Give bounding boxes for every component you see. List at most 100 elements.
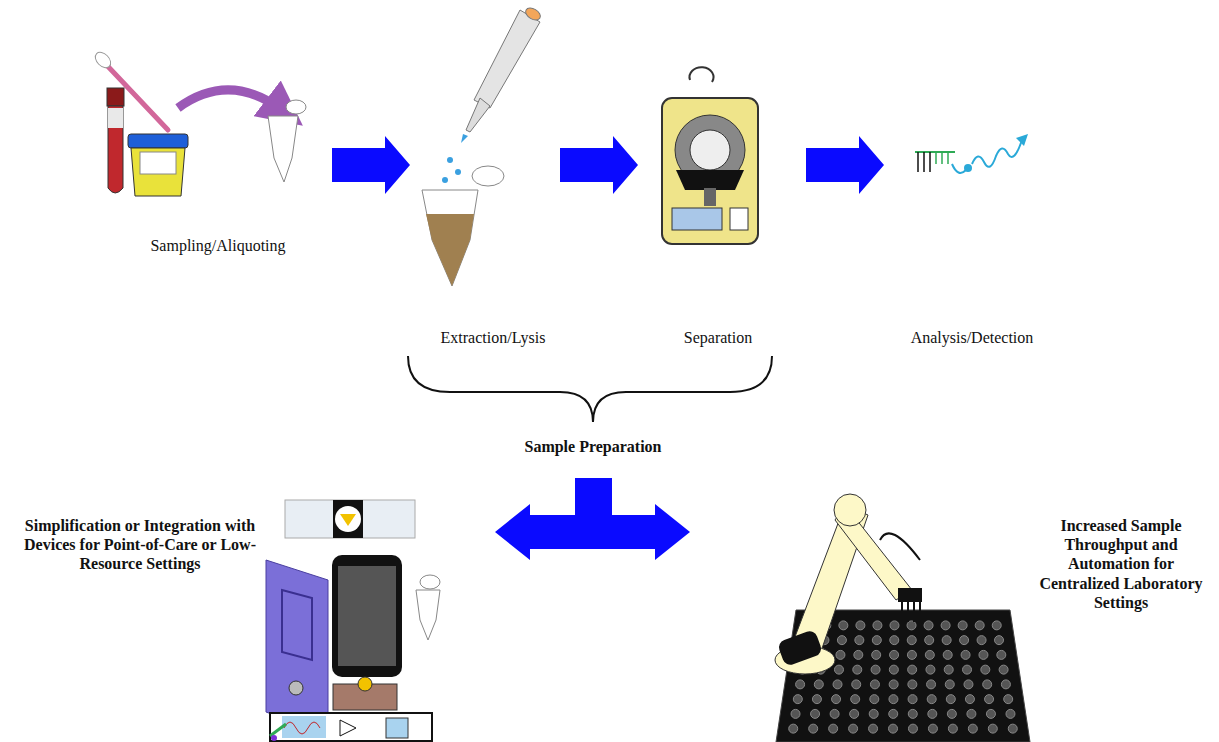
well xyxy=(908,665,917,674)
well xyxy=(981,665,990,674)
well xyxy=(870,680,879,689)
well xyxy=(854,650,863,659)
well xyxy=(872,636,881,645)
well xyxy=(889,724,898,733)
stage-label: Separation xyxy=(643,328,793,347)
well xyxy=(837,636,846,645)
brace xyxy=(408,356,772,422)
well xyxy=(830,709,839,718)
well xyxy=(908,709,917,718)
stage-label: Sampling/Aliquoting xyxy=(123,236,313,255)
well xyxy=(926,665,935,674)
well xyxy=(961,650,970,659)
well xyxy=(1004,695,1013,704)
robot-plate xyxy=(775,494,1030,742)
sample-containers xyxy=(92,49,306,196)
well xyxy=(855,636,864,645)
well xyxy=(812,695,821,704)
well xyxy=(853,665,862,674)
well xyxy=(986,709,995,718)
well xyxy=(958,621,967,630)
well xyxy=(1006,709,1015,718)
well xyxy=(928,709,937,718)
well xyxy=(928,724,937,733)
well xyxy=(890,650,899,659)
well xyxy=(809,724,818,733)
well xyxy=(967,709,976,718)
well xyxy=(872,650,881,659)
well xyxy=(811,709,820,718)
well xyxy=(907,636,916,645)
well xyxy=(839,621,848,630)
well xyxy=(944,665,953,674)
group-label: Sample Preparation xyxy=(483,437,703,456)
well xyxy=(963,665,972,674)
well xyxy=(851,695,860,704)
well xyxy=(833,680,842,689)
well xyxy=(907,621,916,630)
well xyxy=(968,724,977,733)
well xyxy=(890,621,899,630)
split-arrow xyxy=(495,478,690,560)
well xyxy=(925,650,934,659)
well xyxy=(946,695,955,704)
well xyxy=(869,709,878,718)
pipette-tube xyxy=(422,6,542,286)
well xyxy=(943,650,952,659)
well xyxy=(927,695,936,704)
well xyxy=(1008,724,1017,733)
well xyxy=(889,680,898,689)
well xyxy=(829,724,838,733)
well xyxy=(941,621,950,630)
well xyxy=(979,650,988,659)
well xyxy=(964,680,973,689)
well xyxy=(889,695,898,704)
well xyxy=(873,621,882,630)
well xyxy=(960,636,969,645)
well xyxy=(796,680,805,689)
well xyxy=(999,665,1008,674)
branch-label: Simplification or Integration with Devic… xyxy=(21,516,259,574)
well xyxy=(985,695,994,704)
well xyxy=(977,636,986,645)
well xyxy=(793,695,802,704)
well xyxy=(849,724,858,733)
well xyxy=(975,621,984,630)
well xyxy=(908,695,917,704)
well xyxy=(965,695,974,704)
well xyxy=(942,636,951,645)
well xyxy=(871,665,880,674)
well xyxy=(836,650,845,659)
well xyxy=(995,636,1004,645)
well xyxy=(890,636,899,645)
well xyxy=(834,665,843,674)
well xyxy=(947,709,956,718)
well xyxy=(856,621,865,630)
well xyxy=(789,724,798,733)
well xyxy=(908,724,917,733)
poc-devices xyxy=(266,500,440,741)
well xyxy=(945,680,954,689)
well xyxy=(889,709,898,718)
well xyxy=(832,695,841,704)
well xyxy=(907,650,916,659)
stage-label: Extraction/Lysis xyxy=(398,328,588,347)
well xyxy=(988,724,997,733)
stage-label: Analysis/Detection xyxy=(877,328,1067,347)
well xyxy=(852,680,861,689)
well xyxy=(869,724,878,733)
well xyxy=(814,680,823,689)
well xyxy=(983,680,992,689)
well xyxy=(992,621,1001,630)
flow-arrows xyxy=(332,136,884,194)
well xyxy=(927,680,936,689)
centrifuge xyxy=(662,67,758,244)
well xyxy=(1001,680,1010,689)
well xyxy=(948,724,957,733)
well xyxy=(924,621,933,630)
well xyxy=(791,709,800,718)
well xyxy=(908,680,917,689)
well xyxy=(925,636,934,645)
